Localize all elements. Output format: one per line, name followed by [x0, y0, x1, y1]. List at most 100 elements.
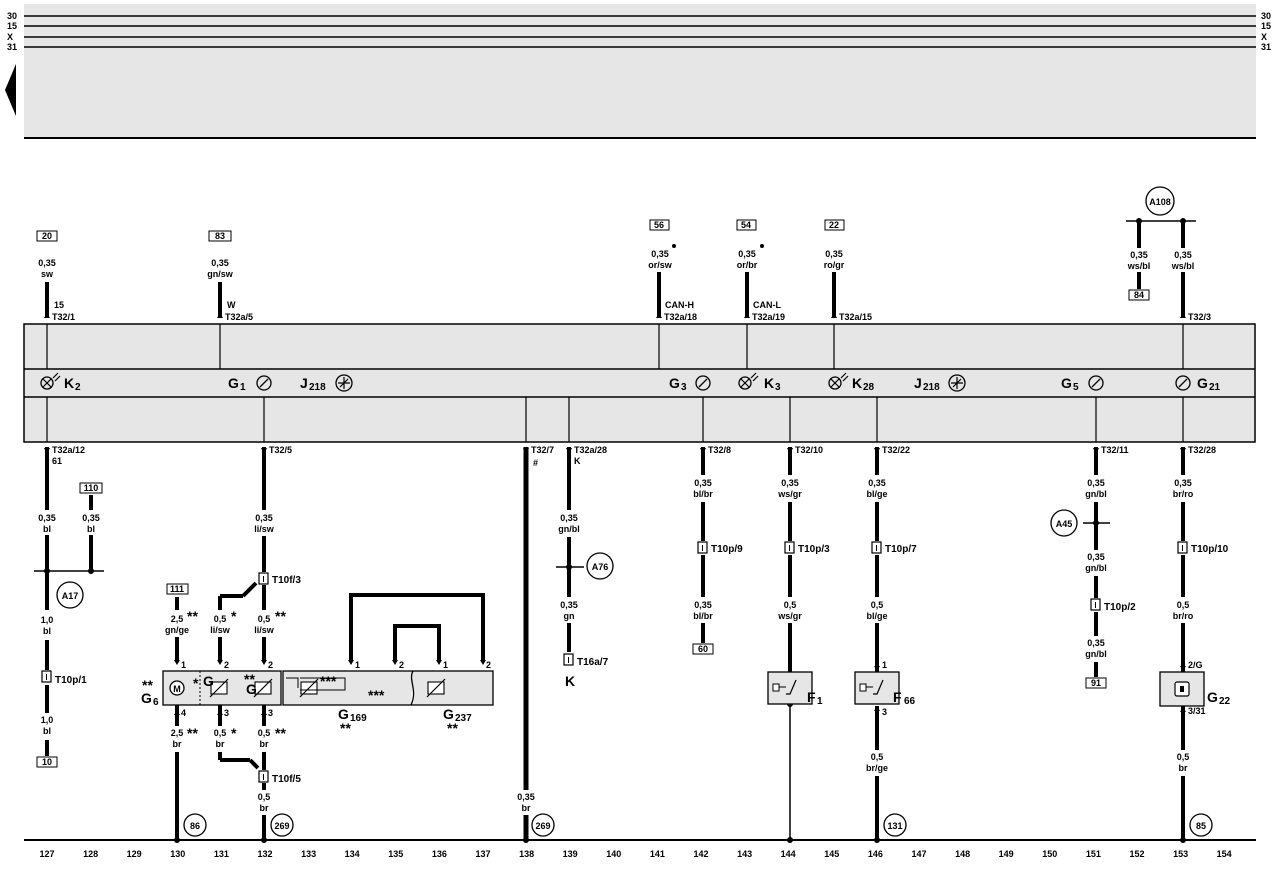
ground-point-85[interactable] — [1189, 813, 1213, 837]
svg-text:CAN-H: CAN-H — [665, 300, 694, 310]
ref-box[interactable] — [208, 230, 232, 242]
connector-label[interactable]: T10p/10 — [1191, 544, 1229, 555]
junction-node-a17[interactable] — [56, 581, 84, 609]
column-number: 149 — [999, 849, 1014, 859]
connector-label[interactable]: T10p/1 — [55, 675, 87, 686]
svg-text:0,35: 0,35 — [694, 600, 712, 610]
svg-text:0,35: 0,35 — [82, 513, 100, 523]
connector-label[interactable]: T10p/9 — [711, 544, 743, 555]
gauge-g21[interactable]: G 21 — [1175, 375, 1221, 393]
svg-text:bl/br: bl/br — [693, 611, 713, 621]
ground-point-86[interactable] — [183, 813, 207, 837]
svg-text:1,0: 1,0 — [41, 715, 54, 725]
connector-label[interactable]: T10f/3 — [272, 575, 301, 586]
svg-text:2,5: 2,5 — [171, 728, 184, 738]
svg-text:K: K — [574, 456, 581, 466]
svg-text:111: 111 — [170, 584, 184, 594]
control-unit-icon — [335, 374, 353, 392]
svg-text:ro/gr: ro/gr — [824, 260, 845, 270]
ref-box[interactable] — [1085, 677, 1107, 689]
svg-text:0,35: 0,35 — [738, 249, 756, 259]
label-k: K — [565, 673, 575, 689]
svg-text:gn: gn — [564, 611, 575, 621]
ground-point-131[interactable] — [883, 813, 907, 837]
column-number: 136 — [432, 849, 447, 859]
control-unit-j218-b[interactable]: J 218 — [914, 374, 966, 393]
svg-text:T32a/15: T32a/15 — [839, 312, 872, 322]
svg-text:br: br — [522, 803, 531, 813]
connector-label[interactable]: T10p/3 — [798, 544, 830, 555]
svg-text:83: 83 — [215, 231, 225, 241]
top-arrows — [44, 218, 1186, 318]
svg-text:2: 2 — [268, 660, 273, 670]
ref-box[interactable] — [166, 583, 189, 595]
svg-text:86: 86 — [190, 821, 200, 831]
ref-box[interactable] — [736, 219, 757, 231]
connector-label[interactable]: T10p/7 — [885, 544, 917, 555]
connector-label[interactable]: T10p/2 — [1104, 602, 1136, 613]
svg-text:bl: bl — [43, 626, 51, 636]
ref-box[interactable] — [79, 482, 103, 494]
svg-text:0,5: 0,5 — [214, 614, 227, 624]
svg-text:0,35: 0,35 — [1087, 478, 1105, 488]
column-number: 152 — [1129, 849, 1144, 859]
svg-text:bl: bl — [43, 524, 51, 534]
svg-text:br: br — [216, 739, 225, 749]
ref-box[interactable] — [1128, 289, 1150, 301]
svg-text:0,5: 0,5 — [258, 792, 271, 802]
ref-box[interactable] — [692, 643, 714, 655]
warning-lamp-k3[interactable]: K 3 — [738, 372, 781, 393]
ref-box[interactable] — [36, 756, 58, 768]
connector-label[interactable]: T16a/7 — [577, 657, 609, 668]
control-unit-j218-a[interactable]: J 218 — [300, 374, 353, 393]
label-g21-sub: 21 — [1209, 382, 1221, 393]
sender-icon — [1174, 681, 1190, 697]
svg-text:**: ** — [275, 608, 286, 624]
sensor-block-g169-g237[interactable]: 1 2 1 2 *** *** G 169 ** G 237 ** — [282, 660, 494, 736]
switch-f66[interactable]: 1 3 F 66 — [854, 660, 916, 717]
junction-node-a45[interactable] — [1050, 509, 1078, 537]
label-j218b-sub: 218 — [923, 382, 940, 393]
junction-node-a76[interactable] — [586, 552, 614, 580]
column-number: 148 — [955, 849, 970, 859]
ref-box[interactable] — [36, 230, 58, 242]
svg-text:60: 60 — [698, 644, 708, 654]
bus-label-x: X — [7, 32, 13, 42]
svg-text:85: 85 — [1196, 821, 1206, 831]
back-arrow-icon[interactable] — [5, 64, 16, 116]
svg-text:gn/sw: gn/sw — [207, 269, 234, 279]
sender-g22[interactable]: G 22 — [1159, 666, 1231, 712]
svg-text:0,35: 0,35 — [1174, 478, 1192, 488]
svg-text:br: br — [1179, 763, 1188, 773]
svg-text:0,5: 0,5 — [1177, 752, 1190, 762]
svg-text:T32a/12: T32a/12 — [52, 445, 85, 455]
warning-lamp-k28[interactable]: K 28 — [828, 372, 875, 393]
ground-point-269b[interactable] — [531, 813, 555, 837]
bus-label-15-right: 15 — [1261, 21, 1271, 31]
column-number: 129 — [127, 849, 142, 859]
svg-text:T32/11: T32/11 — [1101, 445, 1129, 455]
connector-icon — [1177, 541, 1188, 554]
svg-text:0,5: 0,5 — [784, 600, 797, 610]
bottom-wire-labels: T32a/12 61 0,35 bl A17 1,0 bl T10p/1 1,0… — [36, 445, 1229, 837]
warning-lamp-k2[interactable]: K 2 — [40, 372, 81, 393]
ref-box[interactable] — [649, 219, 670, 231]
sensor-block-g6[interactable]: M 1 2 2 4 3 3 ** G 6 * G ** G — [141, 660, 282, 718]
switch-f1[interactable]: F 1 — [767, 671, 823, 707]
svg-text:0,5: 0,5 — [258, 614, 271, 624]
column-number: 147 — [911, 849, 926, 859]
column-number: 144 — [781, 849, 796, 859]
ground-point-269[interactable] — [270, 813, 294, 837]
svg-text:0,35: 0,35 — [694, 478, 712, 488]
junction-node-a108[interactable] — [1145, 186, 1175, 216]
connector-icon — [784, 541, 795, 554]
svg-text:2,5: 2,5 — [171, 614, 184, 624]
label-g3-letter: G — [669, 375, 680, 391]
svg-text:0,5: 0,5 — [871, 600, 884, 610]
connector-label[interactable]: T10f/5 — [272, 774, 301, 785]
ref-box[interactable] — [824, 219, 845, 231]
gauge-g5[interactable]: G 5 — [1061, 375, 1104, 393]
gauge-g3[interactable]: G 3 — [669, 375, 711, 393]
gauge-g1[interactable]: G 1 — [228, 375, 272, 393]
